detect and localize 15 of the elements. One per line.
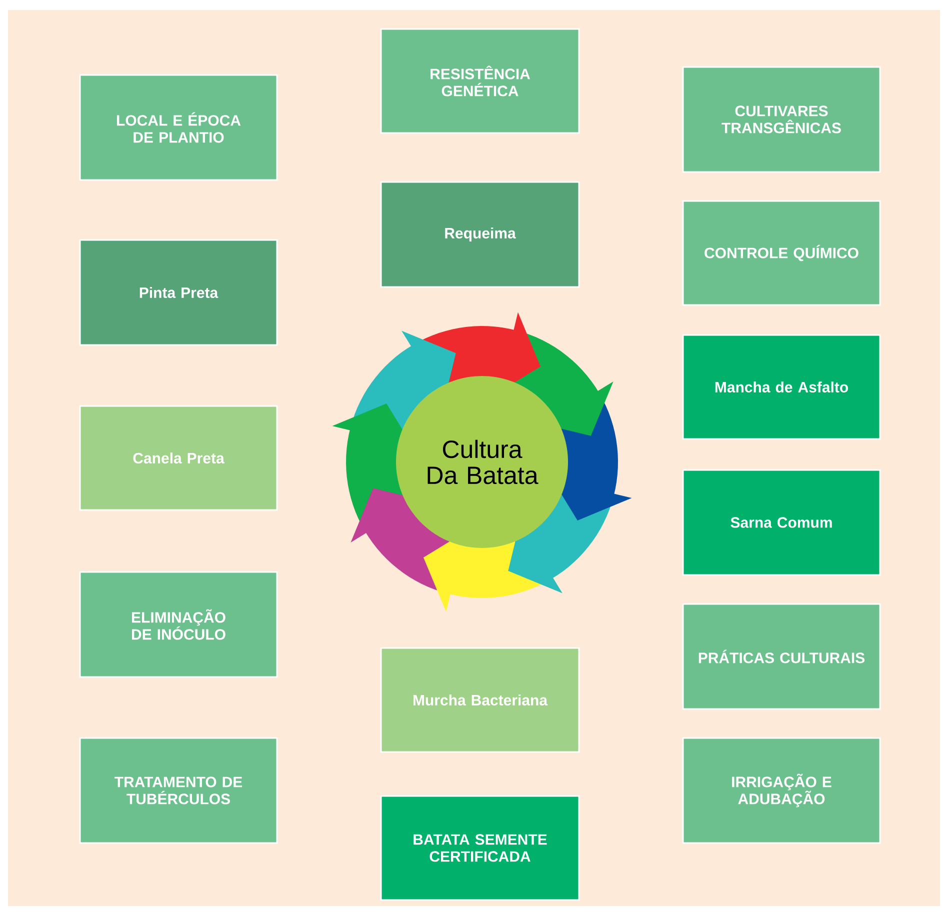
text-box: PRÁTICAS CULTURAIS — [682, 603, 881, 710]
text-box: Sarna Comum — [682, 469, 881, 576]
text-box: Pinta Preta — [79, 239, 278, 346]
text-box: ELIMINAÇÃO DE INÓCULO — [79, 571, 278, 678]
text-box: CULTIVARES TRANSGÊNICAS — [682, 66, 881, 173]
text-box: IRRIGAÇÃO E ADUBAÇÃO — [682, 737, 881, 844]
text-box: Murcha Bacteriana — [380, 647, 580, 753]
text-box: CONTROLE QUÍMICO — [682, 200, 881, 306]
text-box: Mancha de Asfalto — [682, 334, 881, 440]
text-box: BATATA SEMENTE CERTIFICADA — [380, 795, 580, 901]
text-box: TRATAMENTO DE TUBÉRCULOS — [79, 737, 278, 844]
text-box: LOCAL E ÉPOCA DE PLANTIO — [79, 74, 278, 181]
text-box: Canela Preta — [79, 405, 278, 511]
text-box: Requeima — [380, 181, 580, 288]
text-box: RESISTÊNCIA GENÉTICA — [380, 28, 580, 134]
